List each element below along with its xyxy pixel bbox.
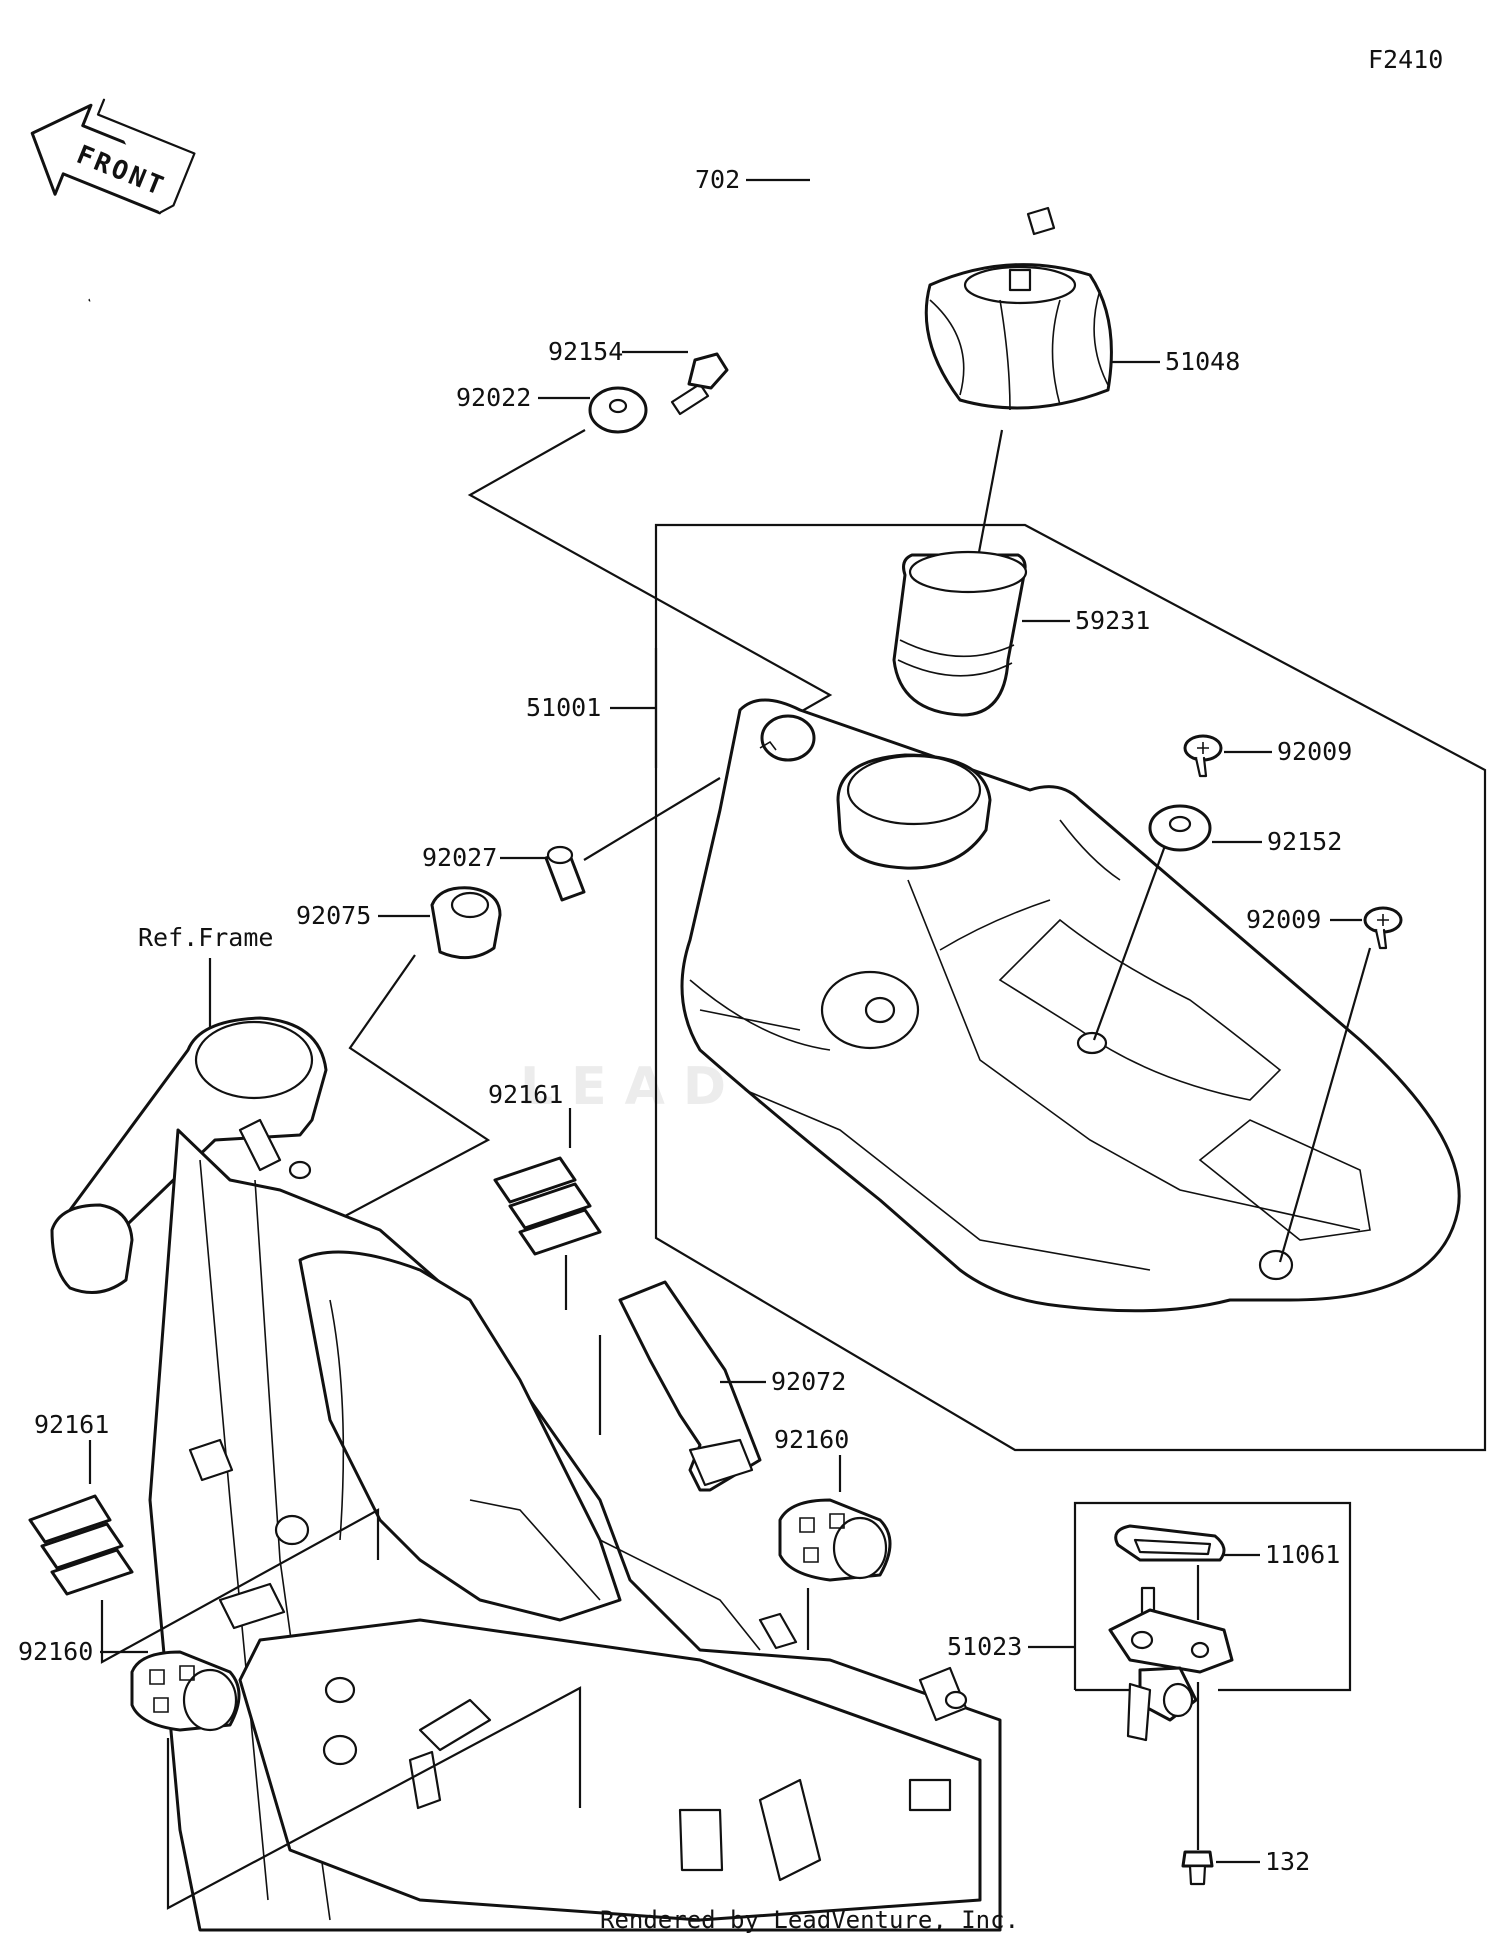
label-92161-upper: 92161 [488,1080,563,1109]
label-92075: 92075 [296,901,371,930]
footer-credit: Rendered by LeadVenture, Inc. [600,1906,1019,1934]
part-92027-collar: 92027 [422,777,721,902]
part-92160-damper-center: 92160 [774,1425,892,1650]
label-92009-lower: 92009 [1246,905,1321,934]
label-92161-left: 92161 [34,1410,109,1439]
label-51048: 51048 [1165,347,1240,376]
label-92072: 92072 [771,1367,846,1396]
diagram-code: F2410 [1368,45,1443,74]
frame-label: Ref.Frame [138,923,273,952]
label-92152: 92152 [1267,827,1342,856]
front-arrow-icon: FRONT [30,98,196,215]
part-92160-damper-lower: 92160 [18,1637,582,1910]
label-51001: 51001 [526,693,601,722]
part-59231-filler-neck: 59231 [892,550,1150,717]
label-92022: 92022 [456,383,531,412]
part-92161-damper-left: 92161 [28,1410,380,1664]
part-92154-bolt: 92154 [548,337,729,416]
part-51048-fuel-cap: 51048 [924,263,1240,411]
leader-92022-to-tank [467,429,833,736]
label-92027: 92027 [422,843,497,872]
part-92152-grommet: 92152 [1148,804,1342,856]
ref-frame [50,954,1002,1932]
label-92160-lower: 92160 [18,1637,93,1666]
label-92009-upper: 92009 [1277,737,1352,766]
part-92022-washer: 92022 [456,383,648,434]
part-92161-damper-upper: 92161 [488,1080,602,1435]
part-51001-fuel-tank [680,698,1461,1313]
label-59231: 59231 [1075,606,1150,635]
label-702: 702 [695,165,740,194]
label-92154: 92154 [548,337,623,366]
part-92009-screw-upper: 92009 [1183,734,1352,778]
part-92072-band: 92072 [618,1280,846,1492]
part-92009-screw-lower: 92009 [1246,905,1403,950]
label-11061: 11061 [1265,1540,1340,1569]
part-51023-fuel-cock: 51023 11061 132 [947,1501,1352,1886]
label-132: 132 [1265,1847,1310,1876]
part-702-breather-hose: 702 [88,44,1056,304]
label-51023: 51023 [947,1632,1022,1661]
part-92075-damper: 92075 [296,886,502,960]
label-92160-center: 92160 [774,1425,849,1454]
tank-group-bracket [654,523,1487,1452]
